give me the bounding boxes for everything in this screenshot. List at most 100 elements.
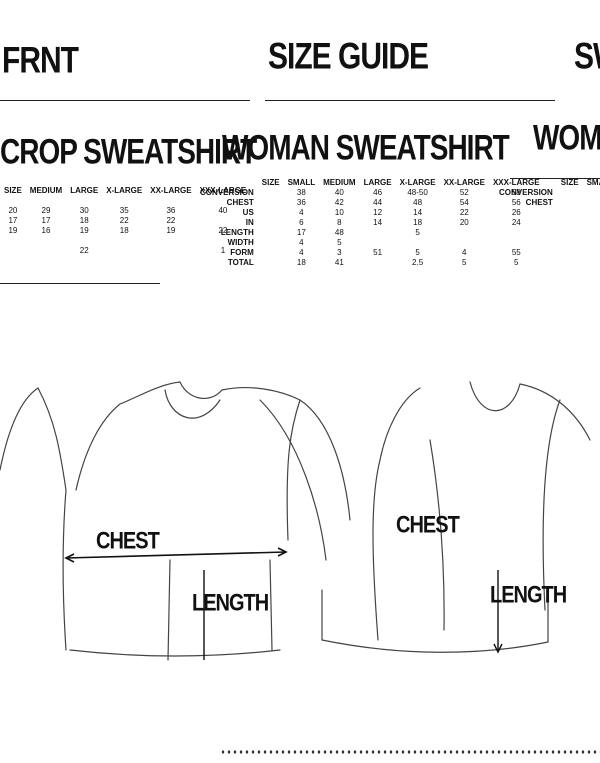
center-table-cell (489, 227, 544, 237)
left-table-cell (0, 245, 26, 255)
center-table-cell: 12 (373, 207, 383, 217)
left-table-column-header: X-LARGE (106, 186, 143, 195)
chest-label-left: CHEST (96, 528, 160, 555)
center-table-cell (396, 237, 440, 247)
left-table-cell (146, 245, 195, 255)
right-table-row: CONVERSION (495, 187, 600, 197)
center-table-cell: 5 (415, 227, 420, 237)
center-table-cell: 55 (511, 247, 521, 257)
center-table-cell: 38 (296, 187, 306, 197)
left-table-cell: 18 (119, 225, 129, 235)
left-table-cell: 1 (220, 245, 226, 255)
center-table-cell: 56 (511, 197, 521, 207)
center-table-cell: 5 (462, 257, 467, 267)
center-table-cell: 4 (299, 247, 304, 257)
right-table-cell (583, 207, 600, 217)
right-table-row-label: CHEST (525, 197, 553, 207)
center-table-column-header: XXX-LARGE (492, 178, 540, 187)
center-table-cell: 17 (296, 227, 306, 237)
right-table-column-header: SIZE (560, 178, 579, 187)
divider-left (0, 100, 250, 101)
woman-sweatshirt-heading: WOMAN SWEATSHIRT (222, 128, 510, 167)
center-table-column-header: XX-LARGE (443, 178, 485, 187)
center-table-cell: 48 (413, 197, 423, 207)
left-table-cell: 36 (166, 205, 176, 215)
center-table-cell (440, 227, 489, 237)
right-table-cell (583, 197, 600, 207)
center-table-row-label: WIDTH (227, 237, 254, 247)
right-table-row-label: CONVERSION (499, 187, 553, 197)
center-table-cell (258, 247, 284, 257)
divider-center (265, 100, 555, 101)
chest-label-right: CHEST (396, 512, 460, 539)
left-table-cell: 35 (119, 205, 129, 215)
left-table-cell (66, 255, 102, 265)
center-table-cell: 5 (514, 257, 519, 267)
left-table-cell: 18 (79, 215, 89, 225)
center-table-column-header: LARGE (363, 178, 392, 187)
center-table-cell (258, 187, 284, 197)
center-table-cell: 26 (511, 207, 521, 217)
center-table-cell: 5 (337, 237, 342, 247)
left-table-cell (102, 235, 146, 245)
center-table-cell: 6 (299, 217, 304, 227)
left-chest-measure (64, 547, 288, 563)
center-table-row-label: FORM (230, 247, 254, 257)
center-table-cell: 3 (337, 247, 342, 257)
center-table-row-label: TOTAL (227, 257, 254, 267)
left-table-cell (26, 235, 66, 245)
center-table-row-label: CONVERSION (200, 187, 254, 197)
center-table-cell: 46 (373, 187, 383, 197)
center-table-cell: 48-50 (407, 187, 428, 197)
left-table-cell (0, 255, 26, 265)
left-table-cell: 19 (79, 225, 89, 235)
center-table-column-header: MEDIUM (323, 178, 356, 187)
center-table-row-label: US (242, 207, 254, 217)
center-table-cell (258, 237, 284, 247)
left-table-cell (26, 195, 66, 205)
center-table-cell: 18 (413, 217, 423, 227)
left-table-cell (102, 195, 146, 205)
center-table-cell: 14 (373, 217, 383, 227)
center-table-cell: 10 (334, 207, 344, 217)
center-table-cell: 42 (334, 197, 344, 207)
right-length-measure (493, 570, 503, 654)
left-table-cell (146, 255, 195, 265)
center-table-cell: 4 (299, 207, 304, 217)
left-table-cell (102, 245, 146, 255)
size-guide-title: SIZE GUIDE (268, 36, 429, 78)
crop-sweatshirt-heading: CROP SWEATSHIRT (0, 132, 257, 171)
left-table-cell: 17 (41, 215, 51, 225)
left-table-cell (0, 195, 26, 205)
center-table-cell: 41 (334, 257, 344, 267)
center-table-row-label: CHEST (226, 197, 254, 207)
center-table-cell: 22 (459, 207, 469, 217)
center-table-cell: 54 (459, 197, 469, 207)
center-table-cell (360, 227, 396, 237)
right-heading: SW (574, 36, 600, 78)
center-table-cell (440, 237, 489, 247)
left-table-cell: 22 (218, 225, 228, 235)
center-table-corner (196, 178, 258, 187)
left-table-cell: 19 (166, 225, 176, 235)
center-table-cell (360, 257, 396, 267)
left-table-cell: 40 (218, 205, 228, 215)
center-table-cell: 40 (334, 187, 344, 197)
center-table-cell (258, 197, 284, 207)
sweatshirt-illustrations (0, 381, 591, 661)
left-table-cell (102, 255, 146, 265)
right-sweatshirt-drawing (321, 381, 591, 653)
center-table-cell (258, 217, 284, 227)
center-table-cell: 18 (296, 257, 306, 267)
